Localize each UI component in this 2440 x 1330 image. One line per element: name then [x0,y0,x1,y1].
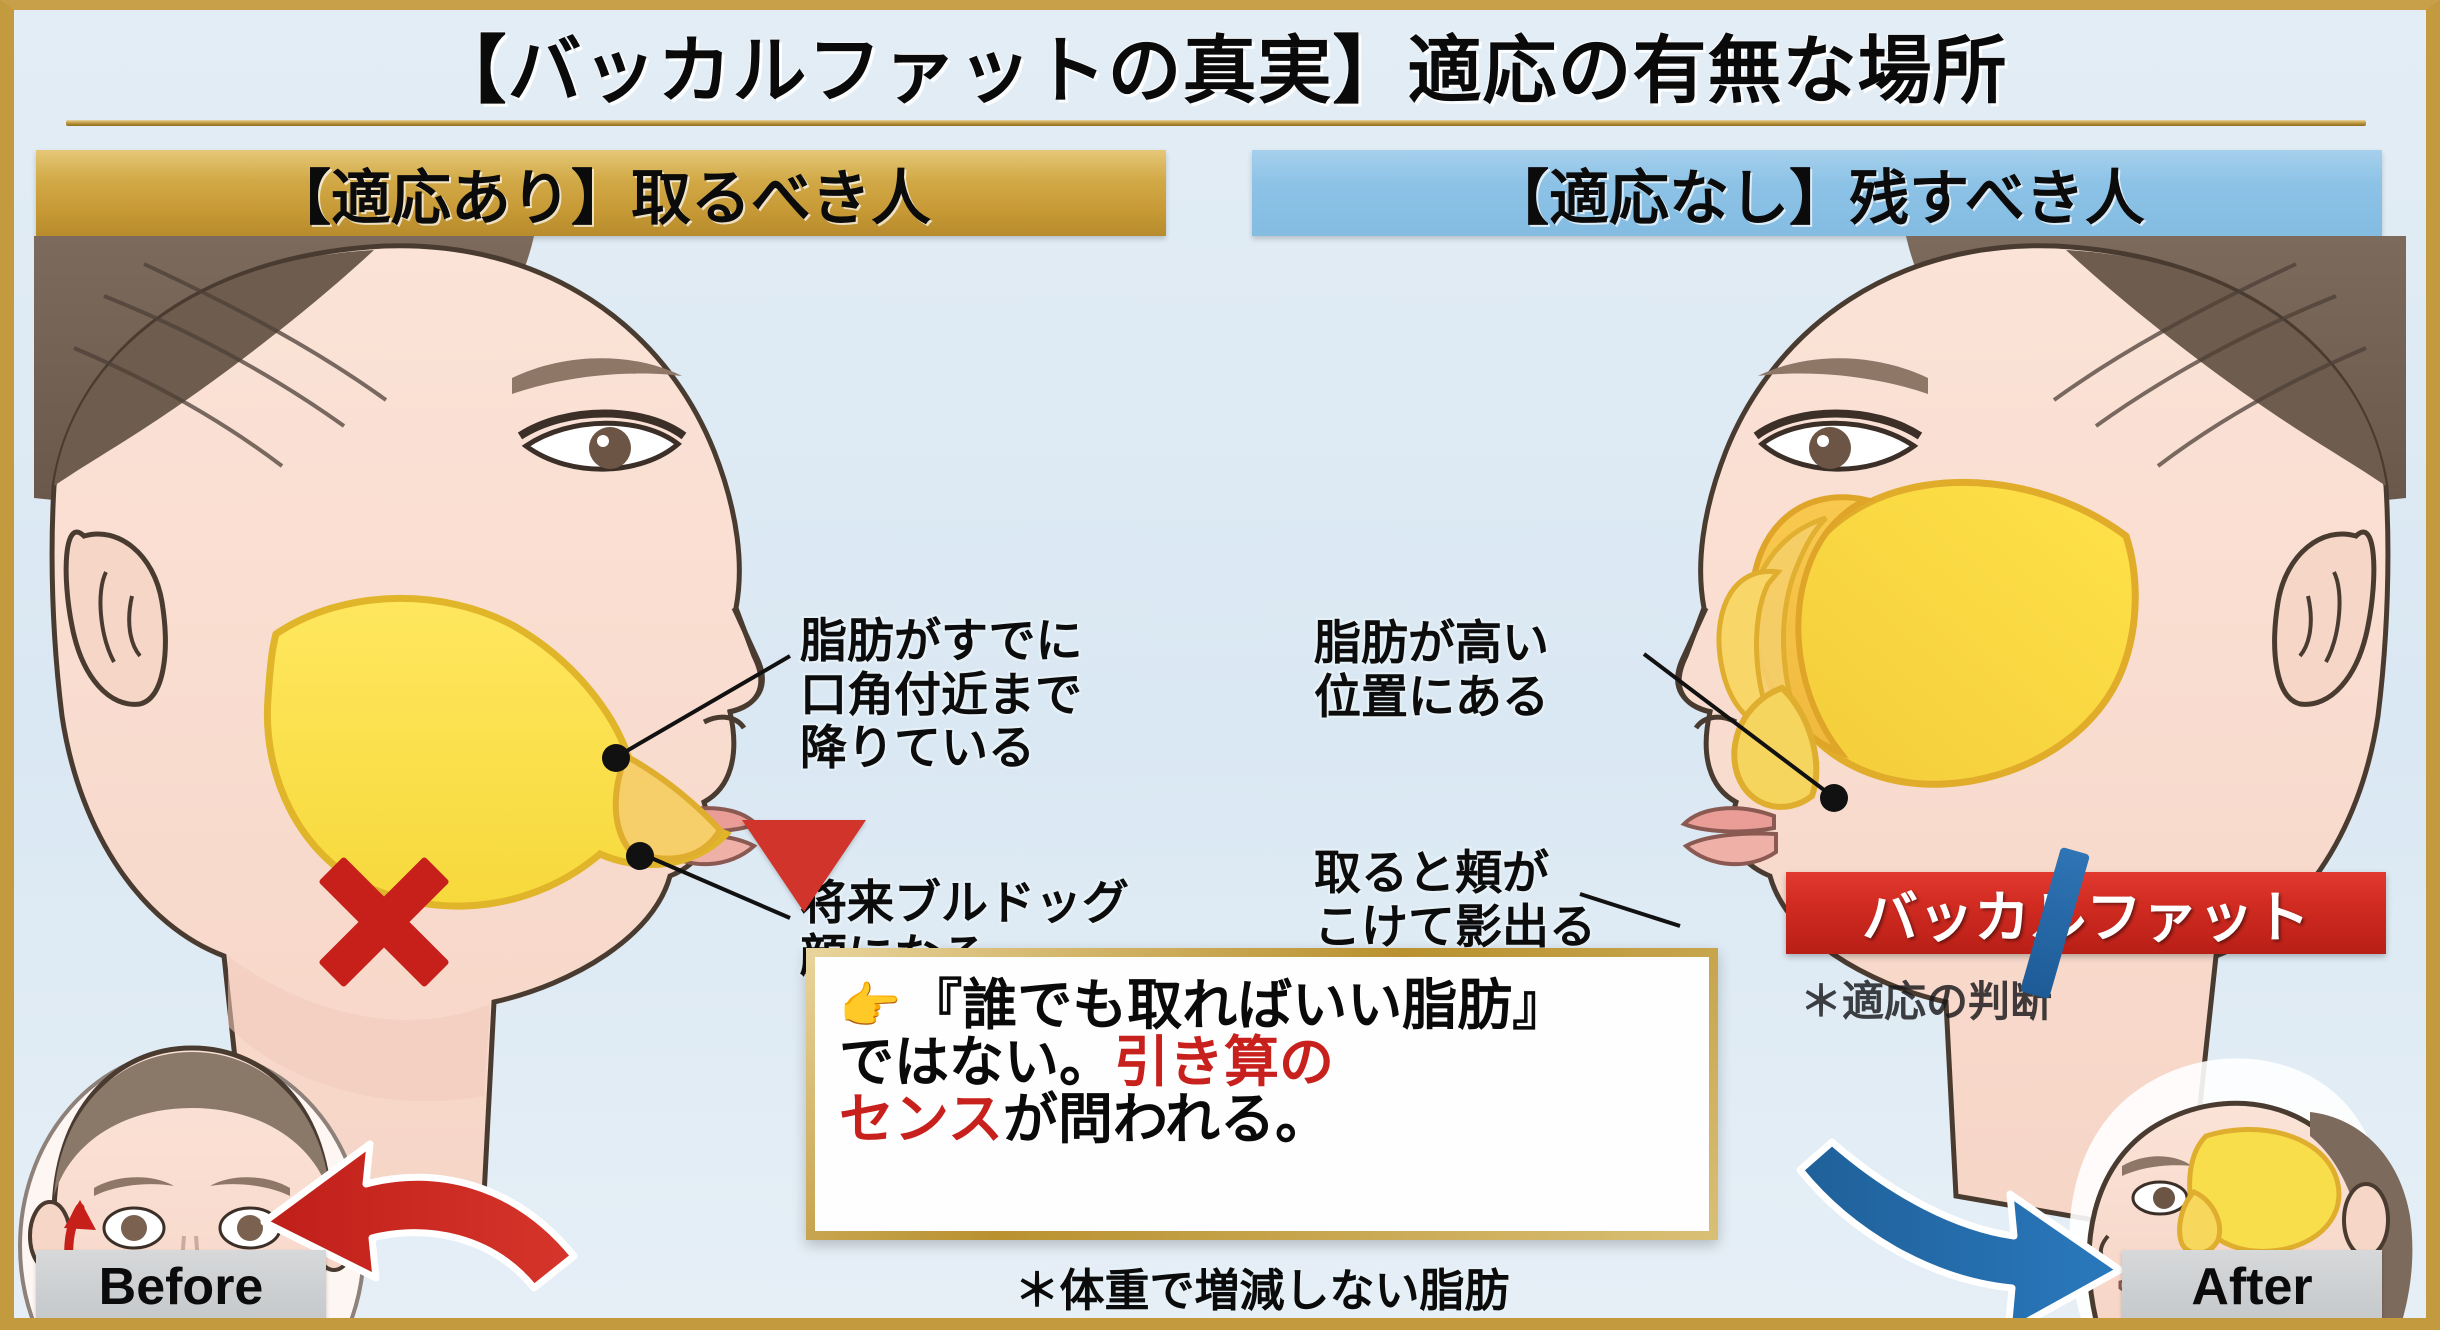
callout-line-3-text-a: センス [839,1088,1003,1151]
right-face-illustration [1675,236,2406,1239]
red-down-triangle-icon [742,820,866,912]
center-callout-box: 👉 『誰でも取ればいい脂肪』 ではない。引き算の センスが問われる。 [806,948,1718,1240]
left-panel-banner: 【適応あり】取るべき人 [36,150,1166,236]
left-face-illustration [34,236,765,1239]
left-leader-dot-1 [602,744,630,772]
before-chip: Before [36,1250,326,1318]
callout-line-3-text-b: が問われる。 [1002,1088,1331,1151]
right-leader-dot-1 [1820,784,1848,812]
left-leader-dot-2 [626,842,654,870]
blue-arrow-right [1796,1138,2124,1318]
callout-line-1: 👉 『誰でも取ればいい脂肪』 [839,974,1685,1036]
buccal-fat-label-note: ＊適応の判断 [1800,978,2053,1025]
illustration-svg [18,236,2413,1318]
red-arrow-left [260,1140,578,1292]
right-annotation-1: 脂肪が高い 位置にある [1314,616,1549,723]
title-divider [66,120,2366,126]
left-annotation-1: 脂肪がすでに 口角付近まで 降りている [800,614,1083,775]
right-leader-lines [1579,652,1834,928]
left-panel-banner-label: 【適応あり】取るべき人 [271,164,931,232]
before-chip-label: Before [98,1258,264,1316]
buccal-fat-label-bar: バッカルファット [1786,872,2386,954]
right-panel-banner-label: 【適応なし】残すべき人 [1489,164,2145,232]
callout-line-1-text: 『誰でも取ればいい脂肪』 [907,974,1568,1036]
callout-line-2-text-a: ではない。 [839,1031,1115,1094]
page-title: 【バッカルファットの真実】適応の有無な場所 [14,10,2426,118]
callout-line-2-text-b: 引き算の [1114,1031,1335,1094]
x-mark-icon [302,840,466,1004]
page-title-text: 【バッカルファットの真実】適応の有無な場所 [432,28,2008,112]
pointing-hand-icon: 👉 [839,977,902,1034]
after-chip: After [2122,1250,2382,1318]
right-panel-banner: 【適応なし】残すべき人 [1252,150,2382,236]
buccal-fat-label-text: バッカルファット [1862,885,2310,949]
callout-line-2: ではない。引き算の [839,1034,1685,1091]
callout-footnote: ＊体重で増減しない脂肪 [1014,1265,1510,1316]
callout-line-3: センスが問われる。 [839,1091,1685,1148]
after-chip-label: After [2191,1258,2313,1316]
